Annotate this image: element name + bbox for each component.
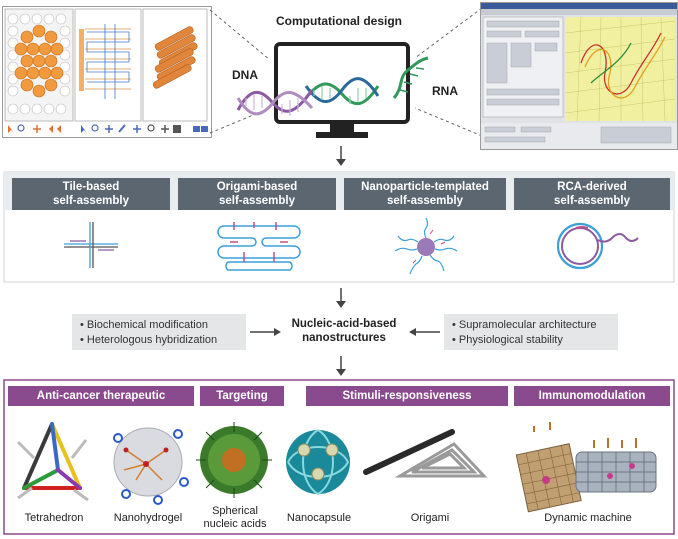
- rna-software-screenshot: [480, 2, 678, 150]
- modification-item-2: • Heterologous hybridization: [80, 334, 218, 346]
- side-arrows: [250, 328, 440, 336]
- arrow-down-1: [336, 146, 346, 166]
- arrow-down-3: [336, 356, 346, 376]
- nanohydrogel-illustration: [113, 427, 189, 505]
- modification-item-1: • Biochemical modification: [80, 319, 208, 331]
- tetrahedron-illustration: [16, 422, 89, 502]
- rca-ring-diagram: [556, 222, 639, 270]
- rna-label: RNA: [432, 84, 458, 98]
- assembly-header-rca: RCA-derived self-assembly: [514, 178, 670, 210]
- caption-dynamic-machine: Dynamic machine: [544, 512, 632, 524]
- cadnano-screenshot: [2, 6, 212, 138]
- caption-origami: Origami: [410, 512, 450, 524]
- app-header-stimuli: Stimuli-responsiveness: [306, 386, 508, 406]
- strand-path-view: [74, 8, 142, 122]
- assembly-header-origami: Origami-based self-assembly: [178, 178, 336, 210]
- assembly-header-tile-line1: Tile-based: [62, 181, 120, 193]
- assembly-header-nanoparticle-line2: self-assembly: [386, 195, 464, 207]
- monitor-icon: [274, 42, 410, 138]
- assembly-header-tile-line2: self-assembly: [52, 195, 130, 207]
- assembly-header-origami-line2: self-assembly: [218, 195, 296, 207]
- assembly-header-origami-line1: Origami-based: [216, 181, 298, 193]
- app-header-targeting: Targeting: [200, 386, 284, 406]
- dna-helix-icon: [236, 89, 314, 116]
- assembly-header-rca-line1: RCA-derived: [557, 181, 627, 193]
- app-header-anticancer: Anti-cancer therapeutic: [8, 386, 194, 406]
- computational-design-title: Computational design: [276, 14, 402, 28]
- origami-illustration: [363, 429, 488, 478]
- dna-label: DNA: [232, 68, 258, 82]
- honeycomb-lattice: [4, 8, 74, 122]
- helix-bundle-view: [142, 8, 208, 122]
- caption-nanohydrogel: Nanohydrogel: [113, 512, 183, 524]
- tile-cross-diagram: [64, 222, 118, 268]
- rna-software-view: [481, 3, 677, 149]
- dynamic-machine-illustration: [515, 422, 657, 513]
- caption-tetrahedron: Tetrahedron: [24, 512, 84, 524]
- arrow-down-2: [336, 288, 346, 308]
- nanocapsule-illustration: [286, 429, 350, 496]
- modification-box: • Biochemical modification • Heterologou…: [72, 314, 246, 350]
- nanostructures-title-line2: nanostructures: [302, 332, 386, 344]
- nanostructures-title-line1: Nucleic-acid-based: [291, 318, 397, 330]
- toolbar-icons: [8, 124, 208, 133]
- assembly-header-rca-line2: self-assembly: [553, 195, 631, 207]
- origami-scaffold-diagram: [217, 222, 301, 271]
- caption-spherical-nucleic-acids: Spherical nucleic acids: [203, 505, 267, 530]
- assembly-header-tile: Tile-based self-assembly: [12, 178, 170, 210]
- app-header-immunomodulation: Immunomodulation: [514, 386, 670, 406]
- rna-helix-icon: [392, 56, 429, 99]
- nanoparticle-diagram: [394, 217, 458, 275]
- property-item-1: • Supramolecular architecture: [452, 319, 597, 331]
- nanostructures-title: Nucleic-acid-based nanostructures: [282, 317, 406, 345]
- assembly-header-nanoparticle: Nanoparticle-templated self-assembly: [344, 178, 506, 210]
- caption-nanocapsule: Nanocapsule: [286, 512, 352, 524]
- property-item-2: • Physiological stability: [452, 334, 563, 346]
- property-box: • Supramolecular architecture • Physiolo…: [444, 314, 618, 350]
- spherical-nucleic-acids-illustration: [196, 422, 272, 498]
- assembly-header-nanoparticle-line1: Nanoparticle-templated: [361, 181, 489, 193]
